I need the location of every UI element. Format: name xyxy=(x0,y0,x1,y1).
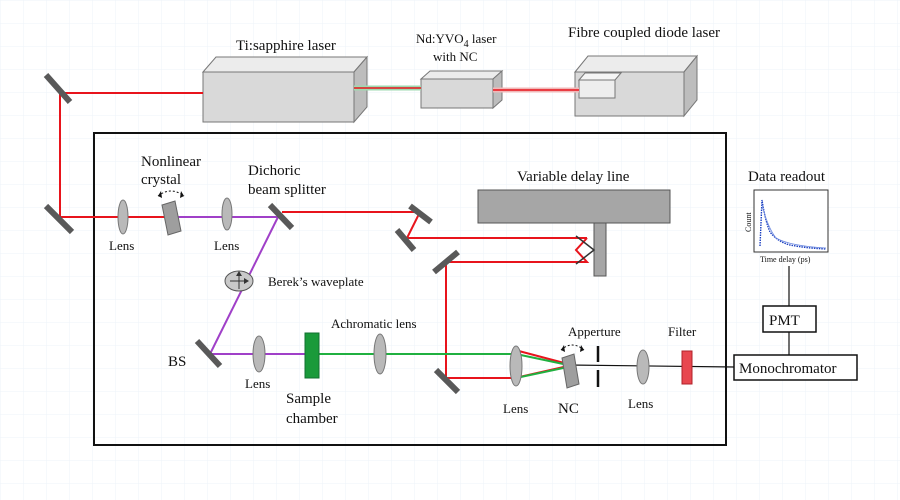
label-pmt: PMT xyxy=(769,313,800,329)
nc-crystal xyxy=(560,344,585,389)
label-dichoric-line1: Dichoric xyxy=(248,163,301,179)
label-nc: NC xyxy=(558,401,579,417)
label-filter: Filter xyxy=(668,324,697,339)
bereks-waveplate xyxy=(224,270,254,292)
sample-chamber xyxy=(304,332,320,379)
label-bereks: Berek’s waveplate xyxy=(268,274,364,289)
mirror-delay-in xyxy=(408,203,433,225)
filter xyxy=(681,350,693,385)
achromatic-lens xyxy=(373,333,387,375)
label-nd-yvo4: Nd:YVO4 laser xyxy=(416,31,497,50)
label-lens-4: Lens xyxy=(503,401,528,416)
delay-line-stage xyxy=(593,222,607,277)
label-lens-5: Lens xyxy=(628,396,653,411)
label-data-readout: Data readout xyxy=(748,169,826,185)
lens-1 xyxy=(117,199,129,235)
data-readout-plot xyxy=(753,189,829,253)
label-nd-yvo4-prefix: Nd:YVO xyxy=(416,31,464,46)
delay-line-rail xyxy=(477,189,671,224)
mirror-bs xyxy=(194,338,223,369)
pmt-box[interactable] xyxy=(762,305,817,333)
label-sample-line1: Sample xyxy=(286,391,331,407)
fibre-coupled-diode-laser xyxy=(573,54,699,118)
lenses xyxy=(117,197,650,387)
mirror-lower-left xyxy=(43,203,75,235)
label-nonlinear-line1: Nonlinear xyxy=(141,154,201,170)
monochromator-box[interactable] xyxy=(733,354,858,381)
label-achromatic: Achromatic lens xyxy=(331,316,417,331)
lens-4 xyxy=(509,345,523,387)
nonlinear-crystal xyxy=(157,190,185,236)
mirror-return-bottom xyxy=(433,367,461,395)
ti-sapphire-laser xyxy=(201,55,369,124)
label-ti-sapphire: Ti:sapphire laser xyxy=(236,38,336,54)
label-monochromator: Monochromator xyxy=(739,361,836,377)
retroreflector xyxy=(575,235,596,265)
mirror-delay-out xyxy=(394,228,417,252)
label-bs: BS xyxy=(168,354,186,370)
mirror-top-left xyxy=(43,73,73,104)
enclosure-box xyxy=(93,132,727,446)
label-variable-delay: Variable delay line xyxy=(517,169,630,185)
label-lens-2: Lens xyxy=(214,238,239,253)
label-sample-line2: chamber xyxy=(286,411,338,427)
mirror-return-top xyxy=(432,249,460,275)
green-beam-path xyxy=(318,353,569,379)
nd-yvo4-laser xyxy=(419,69,504,110)
lens-3 xyxy=(252,335,266,373)
mirror-dichoric xyxy=(267,202,295,231)
label-apperture: Apperture xyxy=(568,324,621,339)
mirrors xyxy=(43,73,461,395)
output-beam xyxy=(567,364,735,368)
label-nonlinear-line2: crystal xyxy=(141,172,181,188)
label-count-axis: Count xyxy=(744,212,753,232)
red-beam-path xyxy=(59,92,590,379)
label-nd-yvo4-suffix: laser xyxy=(469,31,497,46)
inter-laser-beams xyxy=(354,85,579,93)
lens-2 xyxy=(221,197,233,231)
lens-5 xyxy=(636,349,650,385)
label-lens-1: Lens xyxy=(109,238,134,253)
label-nd-yvo4-sub: 4 xyxy=(464,39,469,50)
label-nd-yvo4-line2: with NC xyxy=(433,49,477,64)
label-dichoric-line2: beam splitter xyxy=(248,182,326,198)
label-fibre-laser: Fibre coupled diode laser xyxy=(568,25,720,41)
label-time-axis: Time delay (ps) xyxy=(760,255,811,264)
label-lens-3: Lens xyxy=(245,376,270,391)
